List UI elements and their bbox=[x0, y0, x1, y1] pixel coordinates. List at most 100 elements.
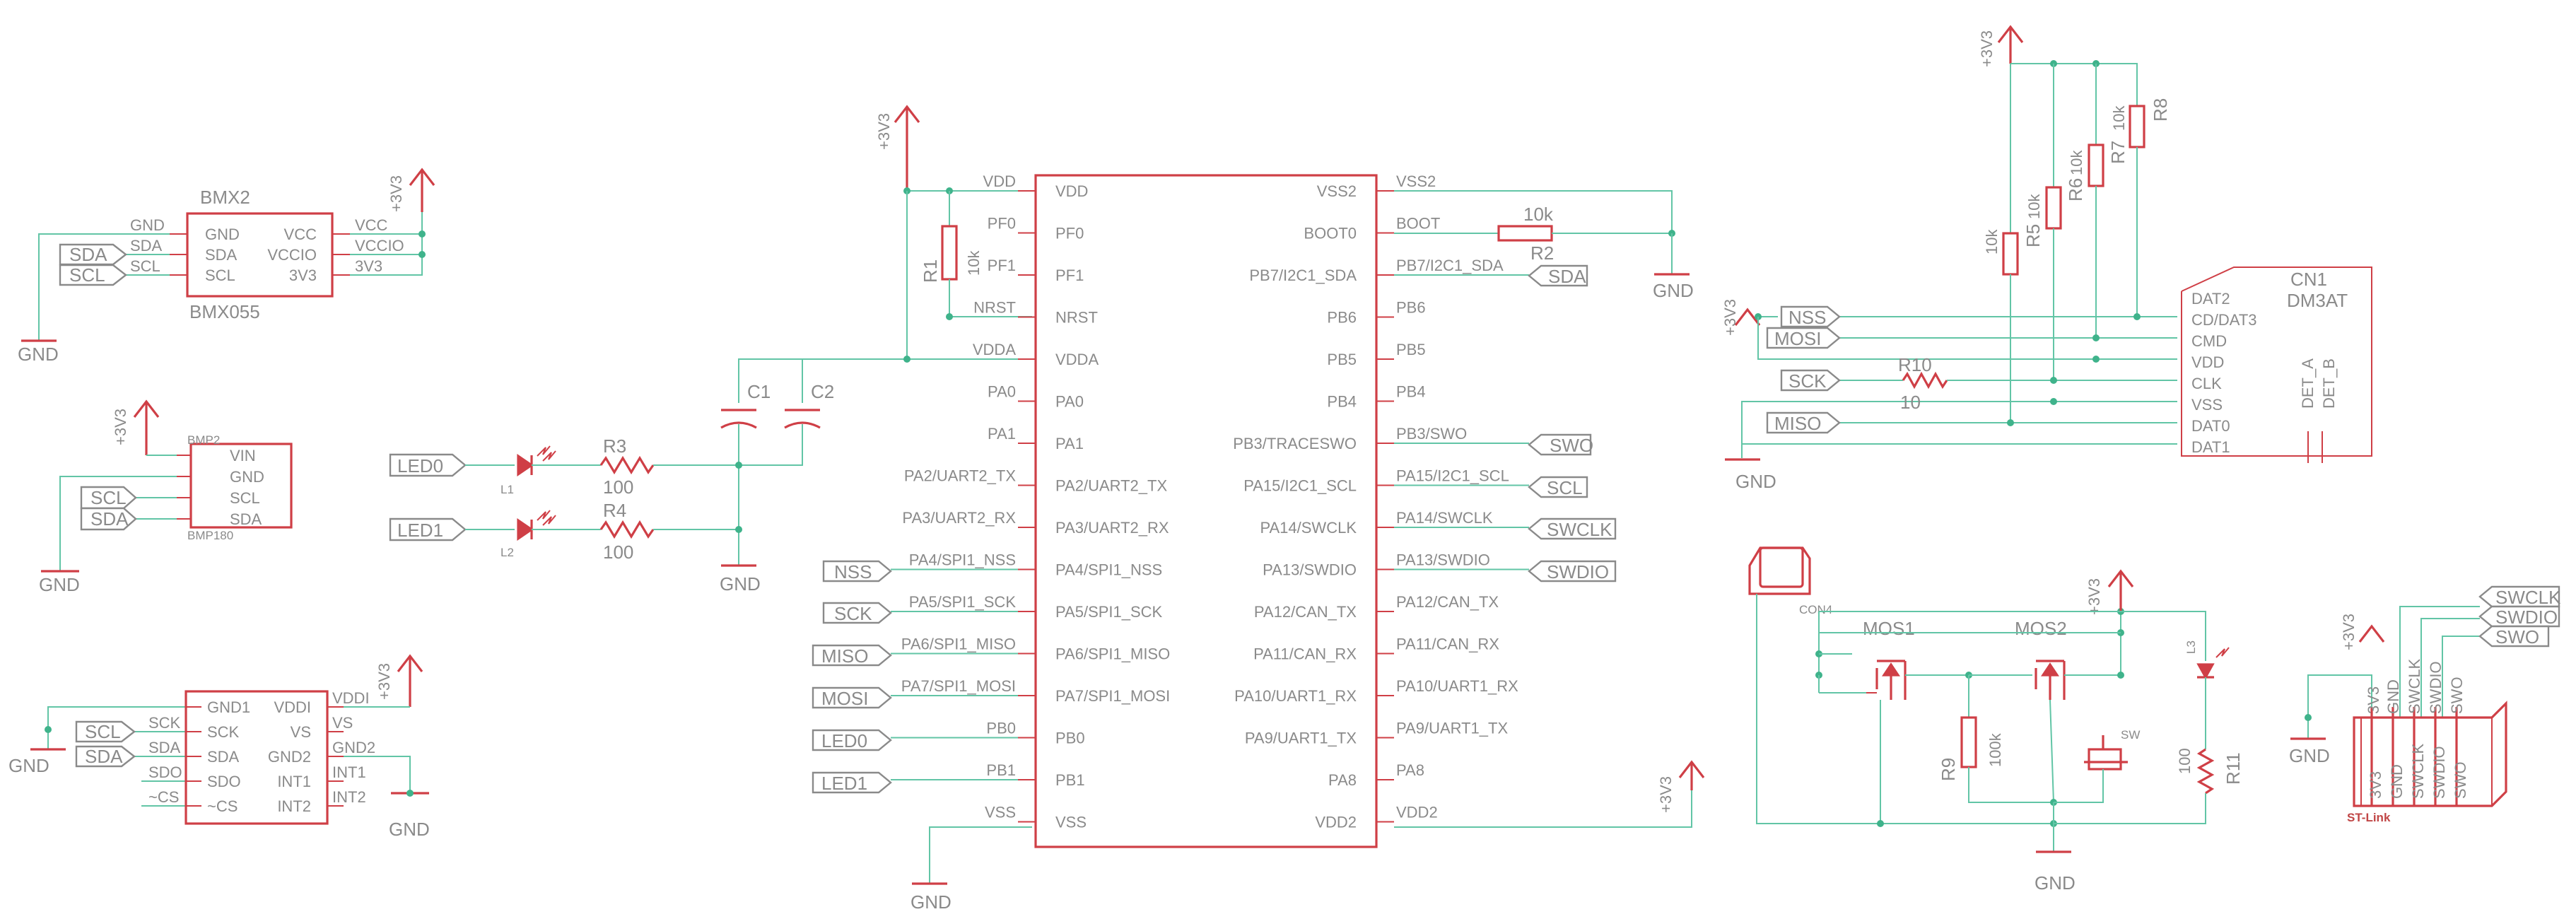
sd-det: DET_B bbox=[2320, 358, 2338, 409]
vcc-label: +3V3 bbox=[387, 175, 405, 212]
bmp-value: BMP180 bbox=[187, 529, 233, 542]
sd-connector-body bbox=[2181, 267, 2372, 457]
net-flag-label: SDA bbox=[85, 746, 123, 767]
net-flag-label: LED0 bbox=[397, 455, 443, 476]
net-flag-label: MISO bbox=[1774, 413, 1821, 434]
mcu-pin-label: PA11/CAN_RX bbox=[1253, 645, 1357, 663]
sw-name: SW bbox=[2121, 728, 2140, 742]
mcu-pin-label: PA4/SPI1_NSS bbox=[1055, 561, 1162, 579]
r11-name: R11 bbox=[2223, 752, 2244, 785]
imu-net: INT2 bbox=[332, 788, 366, 806]
resistor-r7 bbox=[2088, 144, 2104, 187]
mcu-net-label: VDD bbox=[983, 172, 1016, 190]
bmx-net: VCC bbox=[355, 216, 388, 234]
net-flag-label: SWCLK bbox=[1547, 519, 1612, 540]
vcc-label: +3V3 bbox=[112, 409, 129, 445]
mcu-net-label: BOOT bbox=[1396, 215, 1440, 233]
mcu-net-label: PA9/UART1_TX bbox=[1396, 720, 1508, 737]
resistor-name: R4 bbox=[603, 500, 626, 521]
net-flag-label: SDA bbox=[1548, 266, 1586, 287]
net-flag-swdio bbox=[2478, 605, 2560, 628]
mcu-pin-label: NRST bbox=[1055, 309, 1098, 327]
stlink-pin: 3V3 bbox=[2365, 686, 2382, 714]
mcu-pin-label: VDD bbox=[1055, 182, 1088, 200]
r11-value: 100 bbox=[2176, 748, 2194, 774]
mcu-pin-label: PA12/CAN_TX bbox=[1254, 603, 1357, 621]
mcu-net-label: PA15/I2C1_SCL bbox=[1396, 467, 1509, 485]
gnd-label: GND bbox=[2289, 745, 2330, 766]
imu-pin: SCK bbox=[207, 723, 240, 741]
net-flag-label: SWDIO bbox=[1547, 561, 1609, 583]
imu-net: INT1 bbox=[332, 763, 366, 781]
bmp-pin: VIN bbox=[230, 447, 256, 464]
net-flag-sda bbox=[80, 507, 137, 531]
net-flag-label: LED1 bbox=[821, 773, 867, 794]
net-flag-label: MOSI bbox=[821, 688, 868, 709]
r1-value: 10k bbox=[965, 250, 983, 276]
sd-name: CN1 bbox=[2290, 269, 2327, 290]
mcu-net-label: PA6/SPI1_MISO bbox=[901, 636, 1016, 653]
gnd-label: GND bbox=[1735, 471, 1776, 492]
resistor-r11 bbox=[2196, 748, 2215, 795]
sd-pin: DAT1 bbox=[2191, 438, 2230, 456]
sd-pin: CD/DAT3 bbox=[2191, 311, 2257, 329]
mcu-pin-label: PB4 bbox=[1327, 393, 1357, 411]
resistor-name: R3 bbox=[603, 435, 626, 457]
l3-name: L3 bbox=[2184, 640, 2198, 654]
bmx-net: SCL bbox=[130, 257, 160, 275]
bmx055-block: +3V3 GND BMX2 BMX055 GND SDA SCL VCC VCC… bbox=[18, 168, 435, 365]
stlink-pin: SWDIO bbox=[2430, 746, 2448, 799]
sd-pin: DAT2 bbox=[2191, 290, 2230, 308]
net-flag-label: SCL bbox=[90, 487, 127, 508]
r2-value: 10k bbox=[1523, 204, 1554, 225]
r9-name: R9 bbox=[1938, 758, 1959, 781]
gnd-label: GND bbox=[8, 755, 49, 776]
mcu-net-label: PA0 bbox=[988, 383, 1016, 401]
mcu-net-label: VSS2 bbox=[1396, 172, 1436, 190]
net-flag-nss bbox=[822, 560, 892, 583]
net-flag-label: SCK bbox=[834, 603, 872, 624]
net-flag-mosi bbox=[1766, 327, 1841, 349]
mcu-net-label: PB3/SWO bbox=[1396, 425, 1467, 443]
stlink-pin: SWO bbox=[2448, 677, 2466, 714]
imu-net: VS bbox=[332, 714, 353, 732]
mcu-net-label: PA1 bbox=[988, 425, 1016, 443]
mcu-net-label: VSS bbox=[985, 804, 1016, 821]
led-block: LED0 L1 R3 100 LED1 L2 R4 100 bbox=[389, 435, 739, 563]
net-flag-scl bbox=[59, 264, 127, 286]
power-block: CON4 MOS1 R9 100k MOS2 G bbox=[1748, 546, 2244, 894]
mcu-net-label: PA4/SPI1_NSS bbox=[909, 551, 1016, 569]
r10-value: 10 bbox=[1900, 392, 1921, 413]
r9-value: 100k bbox=[1986, 732, 2004, 767]
net-flag-label: SCK bbox=[1788, 370, 1827, 392]
bmx-pin: VCCIO bbox=[267, 246, 317, 264]
imu-net: SCK bbox=[148, 714, 181, 732]
r8-name: R8 bbox=[2150, 98, 2171, 122]
imu-net: SDO bbox=[148, 763, 182, 781]
r6-name: R6 bbox=[2065, 178, 2086, 201]
net-flag-label: SWDIO bbox=[2495, 607, 2558, 628]
net-flag-mosi bbox=[812, 686, 892, 709]
bmx-pin: GND bbox=[205, 226, 240, 243]
mcu-net-label: PF1 bbox=[988, 257, 1016, 274]
resistor-r6 bbox=[2045, 186, 2062, 230]
imu-net: SDA bbox=[148, 739, 181, 756]
r2-name: R2 bbox=[1530, 242, 1554, 264]
mcu-net-label: PA14/SWCLK bbox=[1396, 509, 1493, 527]
decoupling-block: +3V3 R1 10k C1 C2 GND GND bbox=[720, 105, 1032, 913]
sd-card-block: +3V3 R5 10k R6 10k R7 10k R8 10k +3V3 bbox=[1721, 25, 2372, 492]
r10-name: R10 bbox=[1898, 354, 1932, 375]
bmx-net: 3V3 bbox=[355, 257, 382, 275]
mcu-pin-label: BOOT0 bbox=[1304, 225, 1357, 242]
resistor-r4 bbox=[599, 520, 655, 539]
mcu-pin-label: PB6 bbox=[1327, 309, 1357, 327]
r7-name: R7 bbox=[2107, 141, 2129, 164]
net-flag-label: SCL bbox=[69, 264, 105, 286]
sd-pin: DAT0 bbox=[2191, 417, 2230, 435]
imu-pin: GND1 bbox=[207, 698, 250, 716]
stlink-pin: SWCLK bbox=[2406, 658, 2423, 714]
gnd-label: GND bbox=[39, 574, 80, 595]
net-flag-scl bbox=[1528, 476, 1588, 498]
vcc-label: +3V3 bbox=[1657, 776, 1675, 813]
mcu-pin-label: PA0 bbox=[1055, 393, 1084, 411]
